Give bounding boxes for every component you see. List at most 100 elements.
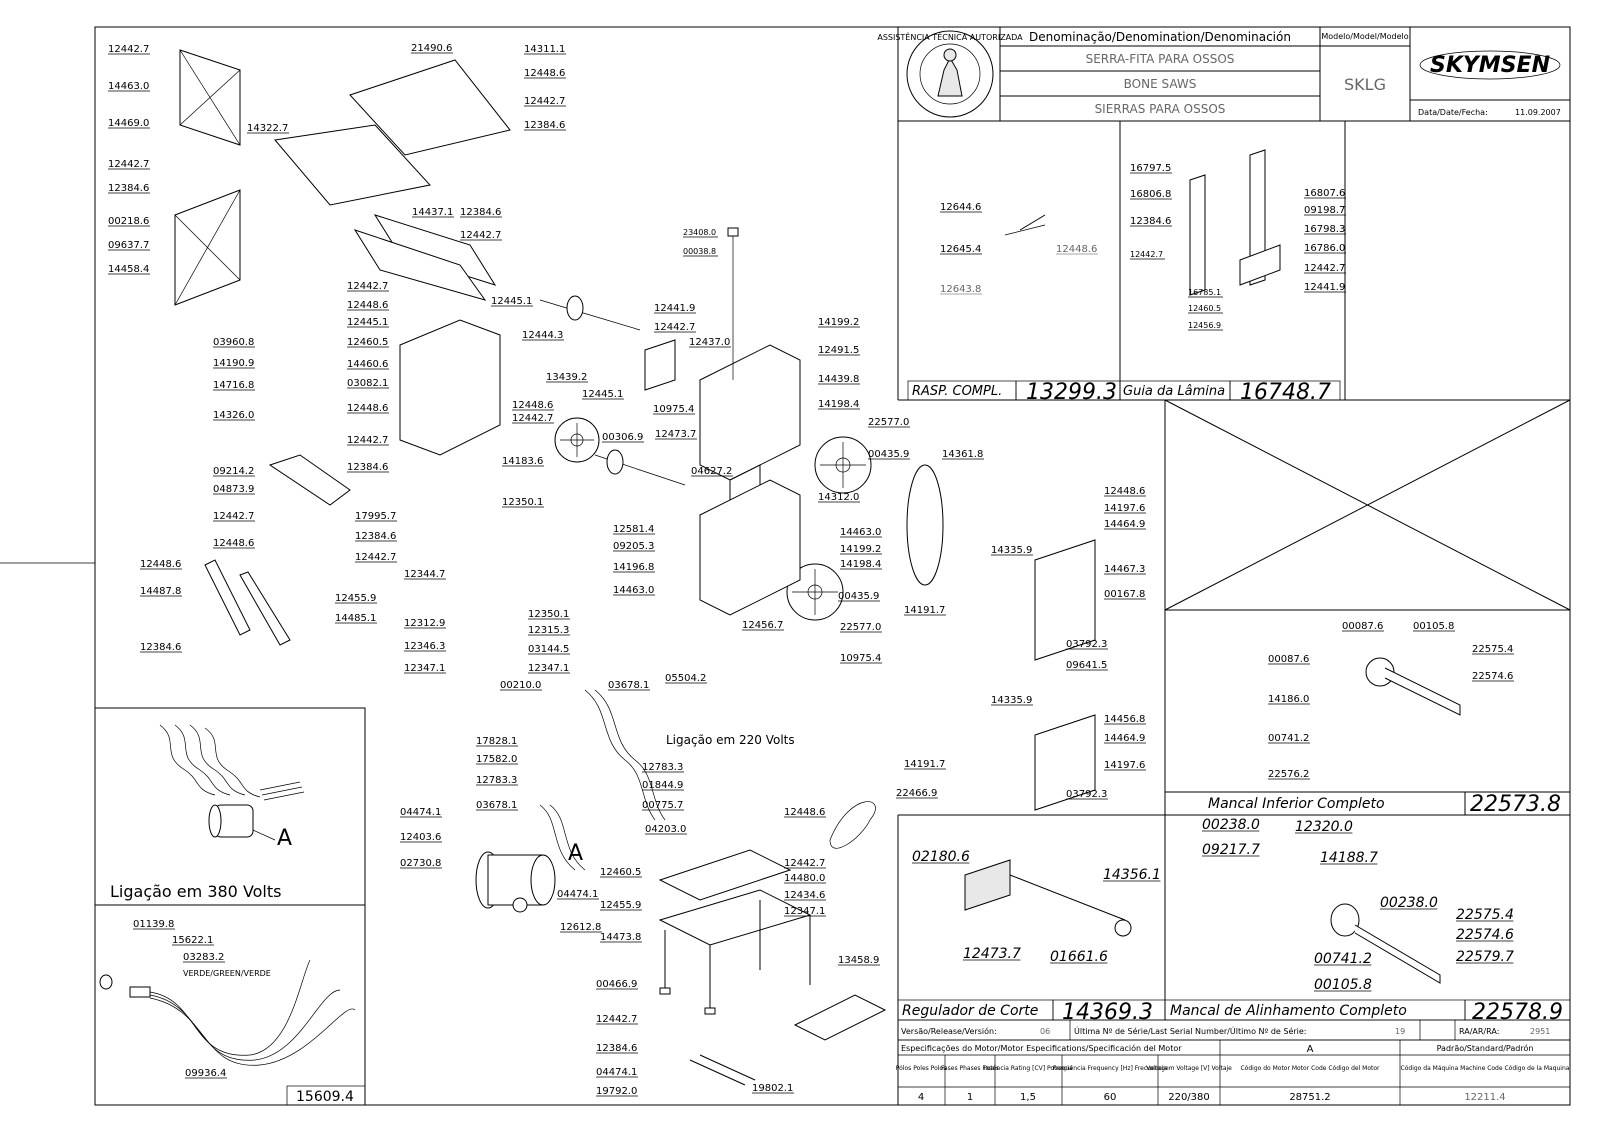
denomination-header: Denominação/Denomination/Denominación [1029, 30, 1291, 44]
part-number-label: 14183.6 [502, 456, 543, 467]
part-number-label: 14199.2 [840, 544, 881, 555]
part-number-label: 09205.3 [613, 541, 654, 552]
part-number-label: 12645.4 [940, 244, 981, 255]
svg-text:4: 4 [918, 1092, 924, 1103]
part-number-label: 12445.1 [491, 296, 532, 307]
part-number-label: 19792.0 [596, 1086, 637, 1097]
part-number-label: 00741.2 [1268, 733, 1309, 744]
part-number-label: 14463.0 [840, 527, 881, 538]
part-number-label: 14322.7 [247, 123, 288, 134]
part-number-label: 12350.1 [502, 497, 543, 508]
wiring-220-label: Ligação em 220 Volts [666, 733, 795, 747]
part-number-label: 00105.8 [1413, 621, 1454, 632]
part-number-label: 12434.6 [784, 890, 825, 901]
part-number-label: 12460.5 [347, 337, 388, 348]
svg-text:1,5: 1,5 [1020, 1092, 1036, 1103]
part-number-label: 04474.1 [400, 807, 441, 818]
part-number-label: 00038.8 [683, 247, 716, 256]
part-number-label: 00218.6 [108, 216, 149, 227]
svg-text:Padrão/Standard/Padrón: Padrão/Standard/Padrón [1437, 1043, 1534, 1053]
svg-text:RA/AR/RA:: RA/AR/RA: [1459, 1027, 1499, 1036]
part-number-label: 21490.6 [411, 43, 452, 54]
part-number-label: 12448.6 [1104, 486, 1145, 497]
part-number-label: 22575.4 [1456, 907, 1514, 923]
part-number-label: 12346.3 [404, 641, 445, 652]
part-number-label: 17828.1 [476, 736, 517, 747]
part-number-label: 16806.8 [1130, 189, 1171, 200]
part-number-label: 09217.7 [1202, 842, 1260, 858]
part-number-label: 14191.7 [904, 759, 945, 770]
svg-text:28751.2: 28751.2 [1289, 1092, 1330, 1103]
part-number-label: 01844.9 [642, 780, 683, 791]
part-number-label: 00087.6 [1342, 621, 1383, 632]
part-number-label: 14458.4 [108, 264, 149, 275]
part-number-label: 12320.0 [1295, 819, 1353, 835]
svg-text:22573.8: 22573.8 [1470, 792, 1561, 817]
part-number-label: 12448.6 [213, 538, 254, 549]
part-number-label: 10975.4 [840, 653, 881, 664]
part-number-label: 03792.3 [1066, 789, 1107, 800]
cable-code: 15609.4 [296, 1089, 354, 1105]
part-number-label: 10975.4 [653, 404, 694, 415]
date-value: 11.09.2007 [1515, 108, 1561, 117]
part-number-label: 02180.6 [912, 849, 970, 865]
part-number-label: 22575.4 [1472, 644, 1513, 655]
part-number-label: 14463.0 [613, 585, 654, 596]
part-number-label: 12442.7 [1304, 263, 1345, 274]
part-number-label: 12344.7 [404, 569, 445, 580]
part-number-label: 12442.7 [347, 435, 388, 446]
part-number-label: 14456.8 [1104, 714, 1145, 725]
svg-text:Potência Rating [CV] Potencia: Potência Rating [CV] Potencia [983, 1065, 1072, 1072]
name-english: BONE SAWS [1124, 77, 1197, 91]
seal-text: ASSISTÊNCIA TÉCNICA AUTORIZADA [877, 31, 1023, 42]
part-number-label: 12442.7 [512, 413, 553, 424]
part-number-label: 14473.8 [600, 932, 641, 943]
part-number-label: 00210.0 [500, 680, 541, 691]
svg-text:1: 1 [967, 1092, 973, 1103]
part-number-label: 12612.8 [560, 922, 601, 933]
part-number-label: 12448.6 [140, 559, 181, 570]
svg-text:RASP. COMPL.: RASP. COMPL. [912, 384, 1002, 399]
model-header: Modelo/Model/Modelo [1321, 32, 1408, 41]
svg-text:Guia da Lâmina: Guia da Lâmina [1123, 384, 1225, 399]
svg-text:60: 60 [1104, 1092, 1117, 1103]
part-number-label: 14463.0 [108, 81, 149, 92]
part-number-label: 14335.9 [991, 545, 1032, 556]
part-number-label: 00105.8 [1314, 977, 1372, 993]
svg-text:Versão/Release/Versión:: Versão/Release/Versión: [901, 1026, 997, 1036]
part-number-label: 12473.7 [655, 429, 696, 440]
part-number-label: 12448.6 [347, 300, 388, 311]
part-number-label: 04873.9 [213, 484, 254, 495]
part-number-label: 02730.8 [400, 858, 441, 869]
part-number-label: 12384.6 [108, 183, 149, 194]
part-number-label: 12448.6 [512, 400, 553, 411]
part-number-label: 00238.0 [1202, 817, 1260, 833]
part-number-label: 12403.6 [400, 832, 441, 843]
part-number-label: 03283.2 [183, 952, 224, 963]
part-number-label: 12441.9 [654, 303, 695, 314]
part-number-label: 12442.7 [1130, 250, 1163, 259]
part-number-label: 12384.6 [524, 120, 565, 131]
part-number-label: 12442.7 [108, 159, 149, 170]
part-number-label: 09641.5 [1066, 660, 1107, 671]
part-number-label: 12455.9 [600, 900, 641, 911]
name-spanish: SIERRAS PARA OSSOS [1095, 102, 1226, 116]
part-number-label: 12384.6 [460, 207, 501, 218]
part-number-label: 12347.1 [528, 663, 569, 674]
part-number-label: 14198.4 [818, 399, 859, 410]
part-number-label: 22576.2 [1268, 769, 1309, 780]
part-number-label: 01661.6 [1050, 949, 1108, 965]
part-number-label: 12384.6 [1130, 216, 1171, 227]
part-number-label: 12581.4 [613, 524, 654, 535]
regulador-corte-caption: Regulador de Corte 14369.3 [897, 999, 1166, 1025]
part-number-label: 13439.2 [546, 372, 587, 383]
part-number-label: 14356.1 [1103, 867, 1161, 883]
part-number-label: 12456.7 [742, 620, 783, 631]
svg-text:Frequência Frequency [Hz] Frec: Frequência Frequency [Hz] Frecuencia [1053, 1065, 1167, 1072]
part-number-label: 09936.4 [185, 1068, 226, 1079]
part-number-label: 16797.5 [1130, 163, 1171, 174]
part-number-label: 14439.8 [818, 374, 859, 385]
motor-spec-table: Especificações do Motor/Motor Especifica… [896, 1039, 1571, 1106]
part-number-label: 00435.9 [838, 591, 879, 602]
